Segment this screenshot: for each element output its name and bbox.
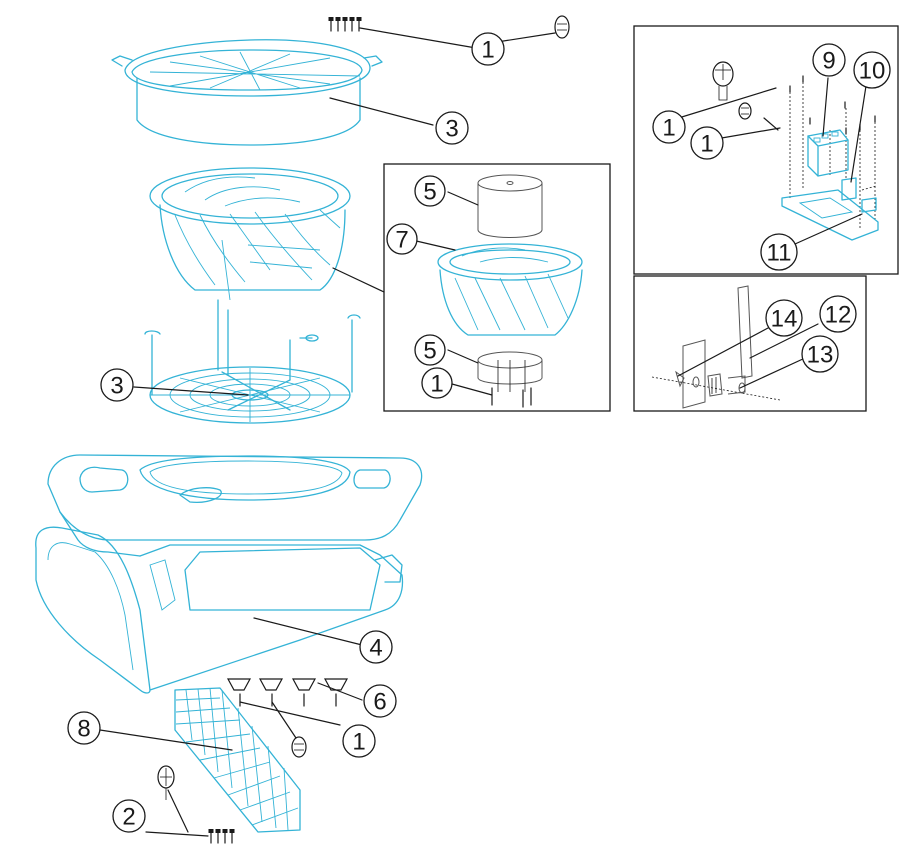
svg-text:5: 5 (423, 338, 436, 365)
screw-detail-2 (157, 765, 175, 800)
foot-screw-detail (291, 736, 307, 758)
callout-14: 14 (765, 299, 803, 337)
svg-text:9: 9 (822, 48, 835, 75)
leader-12 (749, 323, 819, 359)
leader-1-right-b2 (763, 117, 779, 131)
leader-2 (145, 831, 209, 837)
callout-1-top: 1 (471, 32, 505, 66)
svg-text:2: 2 (122, 804, 135, 831)
switch-dashed-guides (789, 82, 876, 230)
switch-screw-small (738, 102, 752, 120)
motor-impeller (437, 243, 583, 336)
callout-3-top: 3 (435, 111, 469, 145)
svg-text:6: 6 (373, 689, 386, 716)
leader-5-bottom (447, 349, 479, 364)
svg-text:14: 14 (771, 306, 798, 333)
switch-bracket (781, 185, 879, 241)
capacitor (841, 177, 857, 201)
callout-12: 12 (819, 295, 857, 333)
svg-text:1: 1 (430, 371, 443, 398)
switch-box (807, 129, 849, 177)
leader-2b (167, 789, 189, 833)
svg-text:13: 13 (807, 342, 834, 369)
leader-4 (253, 617, 363, 646)
svg-text:1: 1 (352, 729, 365, 756)
callout-9: 9 (812, 43, 846, 77)
leader-13 (739, 357, 806, 389)
callout-5-top: 5 (414, 175, 446, 207)
callout-6: 6 (363, 684, 397, 718)
svg-text:3: 3 (445, 116, 458, 143)
svg-text:1: 1 (662, 115, 675, 142)
leader-10 (850, 85, 867, 183)
leader-7 (411, 239, 456, 251)
top-screws (328, 17, 477, 49)
inset-frame-cord (633, 275, 867, 412)
rubber-feet (226, 678, 349, 707)
leader-3-top (329, 97, 434, 126)
callout-13: 13 (801, 335, 839, 373)
main-housing (35, 454, 423, 694)
leader-14 (677, 327, 769, 377)
leader-9 (822, 77, 829, 137)
bottom-screws (208, 829, 235, 844)
callout-1-right-b: 1 (690, 126, 724, 160)
switch-screw-large (712, 61, 734, 101)
callout-3-grill: 3 (100, 368, 134, 402)
leader-1-bottom (239, 701, 341, 726)
leader-1-bottom-b (271, 701, 297, 739)
callout-1-right-a: 1 (652, 110, 686, 144)
top-ring-housing (111, 39, 383, 146)
svg-text:3: 3 (110, 373, 123, 400)
svg-text:10: 10 (859, 58, 886, 85)
callout-8: 8 (67, 711, 101, 745)
svg-text:1: 1 (481, 37, 494, 64)
svg-text:8: 8 (77, 716, 90, 743)
cord-strain-relief (651, 285, 781, 409)
leader-6 (317, 682, 363, 701)
svg-text:5: 5 (423, 179, 436, 206)
leader-11 (794, 213, 863, 245)
motor-cylinder (477, 174, 543, 238)
callout-4: 4 (359, 630, 393, 664)
callout-10: 10 (853, 51, 891, 89)
svg-text:4: 4 (369, 635, 382, 662)
fan-inset-leader (332, 267, 385, 293)
leader-1-right-a (671, 87, 777, 121)
callout-5-bottom: 5 (414, 334, 446, 366)
inset-frame-motor (383, 163, 611, 412)
motor-base-disc (477, 351, 543, 392)
leader-3-grill (133, 386, 249, 396)
motor-grill (144, 299, 361, 424)
fan-wheel (149, 167, 351, 301)
svg-text:11: 11 (767, 240, 792, 267)
inset-screws (451, 383, 532, 408)
svg-text:7: 7 (395, 227, 408, 254)
svg-text:12: 12 (825, 302, 852, 329)
filter-grille (174, 687, 301, 833)
callout-2: 2 (112, 799, 146, 833)
leader-8 (99, 729, 233, 751)
svg-text:1: 1 (700, 131, 713, 158)
callout-7: 7 (386, 223, 418, 255)
callout-1-bottom: 1 (342, 724, 376, 758)
callout-1-inset: 1 (421, 367, 453, 399)
leader-5-top (447, 191, 479, 206)
inset-frame-switch (633, 25, 899, 275)
callout-11: 11 (760, 233, 798, 271)
